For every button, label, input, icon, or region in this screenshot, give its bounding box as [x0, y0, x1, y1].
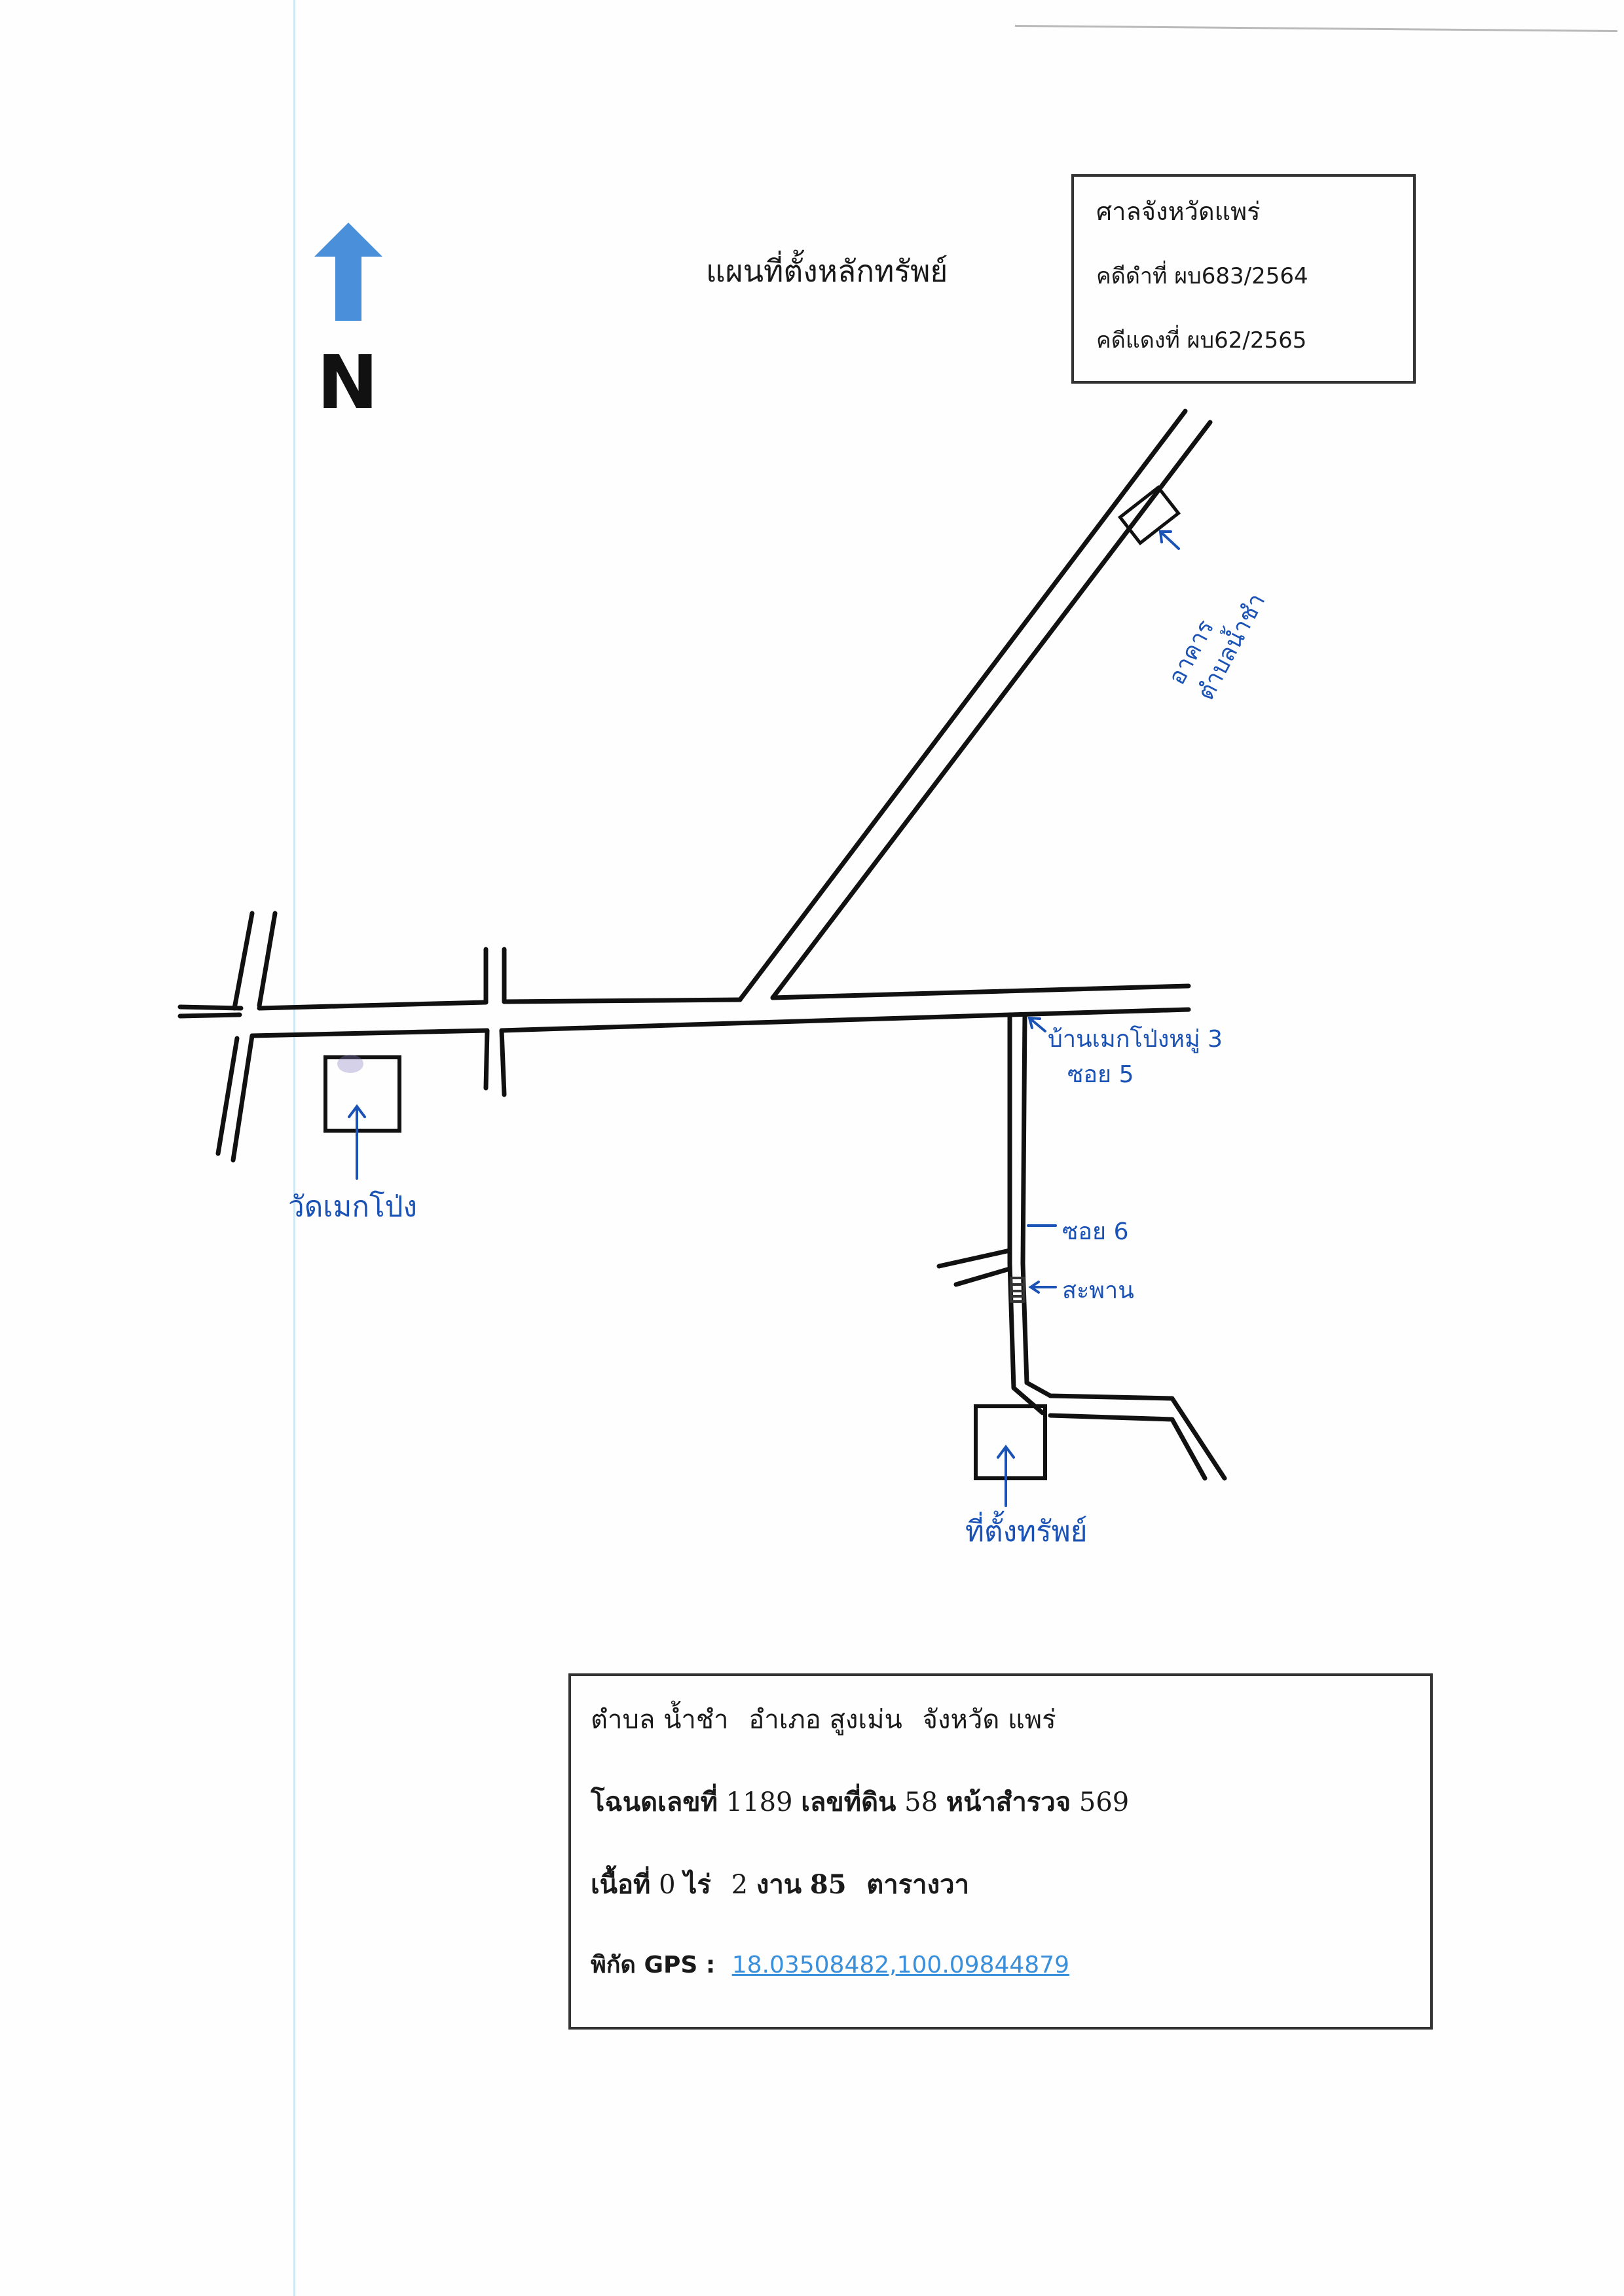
- court-case-box: ศาลจังหวัดแพร่ คดีดำที่ ผบ683/2564 คดีแด…: [1071, 174, 1416, 384]
- bridge-label: สะพาน: [1062, 1277, 1134, 1304]
- soi6-road-south-edge: [953, 1266, 1012, 1287]
- page-margin-line: [293, 0, 295, 2296]
- ngan-unit: งาน: [756, 1869, 802, 1900]
- north-label: N: [317, 340, 378, 426]
- area-label: เนื้อที่: [591, 1869, 651, 1900]
- subdistrict-value: น้ำชำ: [663, 1705, 729, 1735]
- black-case-number: คดีดำที่ ผบ683/2564: [1096, 263, 1308, 289]
- property-info-box: ตำบล น้ำชำ อำเภอ สูงเม่น จังหวัด แพร่ โฉ…: [568, 1673, 1433, 2030]
- court-name: ศาลจังหวัดแพร่: [1096, 197, 1261, 226]
- soi6-road-north-edge: [936, 1248, 1012, 1269]
- diagonal-road-west-edge: [737, 409, 1188, 1002]
- main-road-north-edge: [177, 983, 1191, 1011]
- soi5-road-east-edge: [1020, 1012, 1227, 1481]
- gps-coordinates-link[interactable]: 18.03508482,100.09844879: [731, 1952, 1070, 1978]
- title-deed-value: 1189: [726, 1787, 793, 1817]
- mid-crossroad-east: [499, 947, 507, 1097]
- land-no-value: 58: [904, 1787, 938, 1817]
- survey-page-value: 569: [1079, 1787, 1130, 1817]
- north-arrow-shape: [314, 223, 382, 321]
- district-value: สูงเม่น: [829, 1705, 902, 1735]
- mid-crossroad-west: [483, 947, 490, 1091]
- gps-label: พิกัด GPS :: [591, 1952, 716, 1978]
- soi5-label: ซอย 5: [1067, 1061, 1134, 1088]
- survey-page-label: หน้าสำรวจ: [946, 1787, 1071, 1817]
- subdistrict-label: ตำบล: [591, 1705, 655, 1735]
- location-row: ตำบล น้ำชำ อำเภอ สูงเม่น จังหวัด แพร่: [591, 1698, 1056, 1740]
- province-value: แพร่: [1008, 1705, 1056, 1735]
- property-label: ที่ตั้งทรัพย์: [965, 1515, 1088, 1548]
- title-deed-label: โฉนดเลขที่: [591, 1787, 718, 1817]
- rai-value: 0: [659, 1870, 676, 1900]
- temple-arrow-icon: [348, 1104, 366, 1180]
- district-label: อำเภอ: [748, 1705, 821, 1735]
- property-arrow-icon: [997, 1444, 1015, 1507]
- ngan-value: 2: [731, 1870, 748, 1900]
- office-plot-icon: [1117, 485, 1181, 545]
- temple-label: วัดเมกโป่ง: [288, 1190, 418, 1224]
- soi6-label: ซอย 6: [1062, 1218, 1129, 1245]
- rai-unit: ไร่: [684, 1869, 711, 1900]
- village-soi5-label: บ้านเมกโป่งหมู่ 3: [1048, 1026, 1223, 1053]
- temple-plot-icon: [323, 1055, 401, 1133]
- bridge-arrow-icon: [1028, 1281, 1057, 1294]
- area-row: เนื้อที่ 0 ไร่ 2 งาน 85 ตารางวา: [591, 1863, 969, 1905]
- province-label: จังหวัด: [922, 1705, 1000, 1735]
- diagonal-road-east-edge: [770, 420, 1213, 1000]
- main-road-south-edge: [177, 1007, 1191, 1038]
- land-no-label: เลขที่ดิน: [801, 1787, 896, 1817]
- pointer-arrows: [348, 530, 1180, 1507]
- map-title: แผนที่ตั้งหลักทรัพย์: [706, 253, 948, 289]
- soi5-road-west-edge: [1007, 1012, 1045, 1415]
- left-road-east-edge: [231, 911, 278, 1163]
- left-road-west-edge: [215, 911, 255, 1156]
- deed-row: โฉนดเลขที่ 1189 เลขที่ดิน 58 หน้าสำรวจ 5…: [591, 1781, 1129, 1823]
- bridge-icon: [1010, 1277, 1025, 1303]
- soi5-arrow-icon: [1027, 1016, 1046, 1032]
- property-plot-icon: [974, 1404, 1047, 1480]
- gps-row: พิกัด GPS : 18.03508482,100.09844879: [591, 1946, 1069, 1983]
- office-arrow-icon: [1158, 530, 1180, 550]
- wa-value: 85: [809, 1869, 847, 1900]
- wa-unit: ตารางวา: [866, 1869, 970, 1900]
- property-road-south-edge: [1048, 1413, 1208, 1481]
- red-case-number: คดีแดงที่ ผบ62/2565: [1096, 327, 1307, 354]
- north-arrow-icon: [314, 223, 382, 321]
